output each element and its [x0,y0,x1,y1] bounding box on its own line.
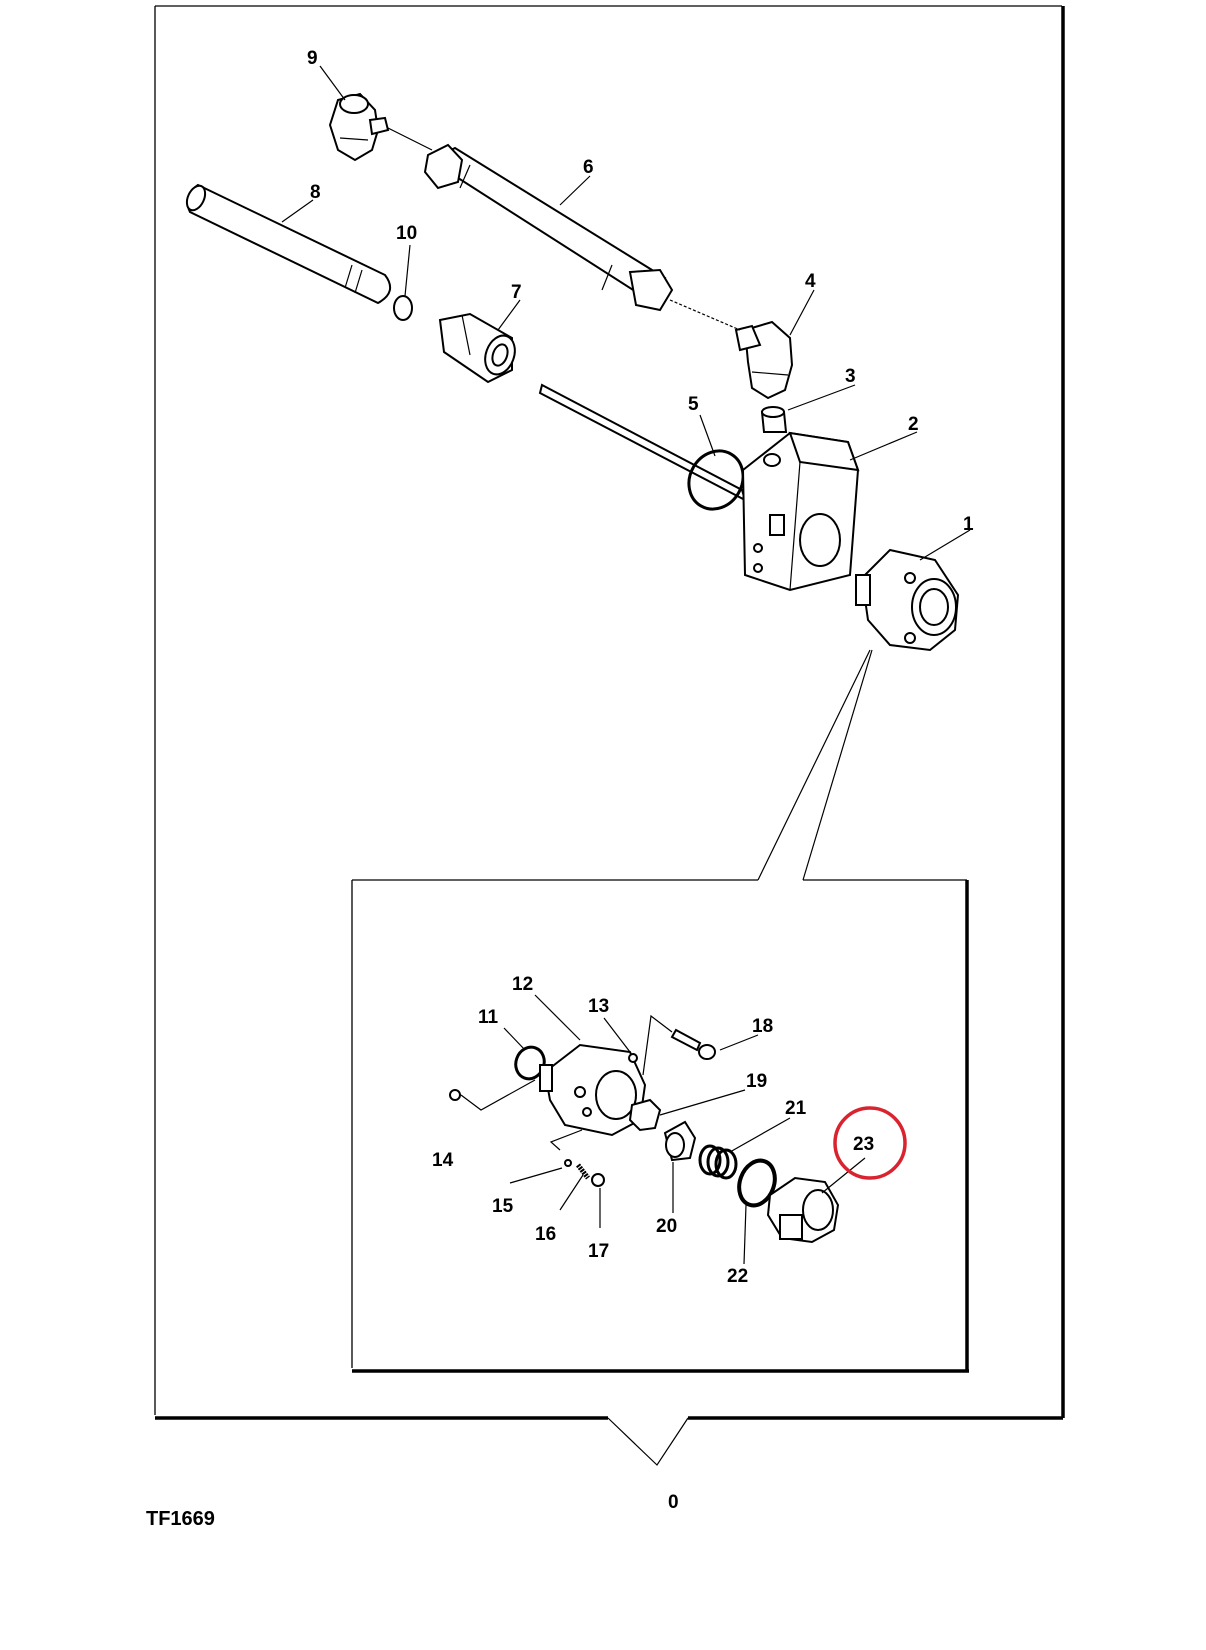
part-cap-23 [766,1176,840,1244]
highlight-circle [833,1106,907,1180]
callout-11: 11 [478,1007,499,1028]
part-elbow-4 [734,320,794,400]
leader-lines-main [281,65,971,561]
part-ball-15 [564,1159,572,1167]
part-bolt-18 [670,1028,716,1060]
callout-14: 14 [432,1150,454,1171]
callout-8: 8 [310,182,321,203]
callout-2: 2 [908,414,919,435]
callout-19: 19 [746,1071,767,1092]
part-plug-3 [760,406,788,433]
part-ball-14 [449,1089,461,1101]
callout-labels: 9 6 8 10 7 4 3 5 2 1 12 13 11 18 19 21 2… [307,48,974,1513]
callout-5: 5 [688,394,699,415]
callout-7: 7 [511,282,522,303]
part-o-ring-5 [687,449,745,511]
part-hose-6 [423,143,674,312]
callout-1: 1 [963,514,974,535]
callout-10: 10 [396,223,417,244]
part-spring-16 [576,1163,590,1180]
callout-15: 15 [492,1196,514,1217]
part-rod [538,383,747,502]
callout-22: 22 [727,1266,748,1287]
callout-6: 6 [583,157,594,178]
callout-20: 20 [656,1216,677,1237]
part-plug-17 [591,1173,605,1187]
callout-0: 0 [668,1492,679,1513]
part-fitting-7 [438,312,516,384]
callout-9: 9 [307,48,318,69]
part-elbow-9 [328,92,390,162]
callout-13: 13 [588,996,609,1017]
callout-17: 17 [588,1241,609,1262]
part-poppet-20 [663,1120,697,1162]
part-cartridge-1 [855,548,960,652]
callout-23: 23 [853,1134,874,1155]
part-ball-13 [628,1053,638,1063]
leader-lines-detail [460,994,866,1265]
part-spring-21 [698,1144,738,1180]
figure-id: TF1669 [146,1508,215,1530]
part-o-ring-10 [393,295,413,321]
part-body-12 [539,1043,647,1137]
callout-18: 18 [752,1016,773,1037]
part-valve-block-2 [741,431,860,592]
part-tube [185,183,392,305]
part-washer-22 [737,1158,777,1208]
callout-3: 3 [845,366,856,387]
callout-12: 12 [512,974,533,995]
callout-4: 4 [805,271,816,292]
part-seat-19 [628,1098,662,1132]
main-frame [154,5,1065,1466]
callout-21: 21 [785,1098,807,1119]
callout-16: 16 [535,1224,556,1245]
detail-frame [351,649,969,1373]
